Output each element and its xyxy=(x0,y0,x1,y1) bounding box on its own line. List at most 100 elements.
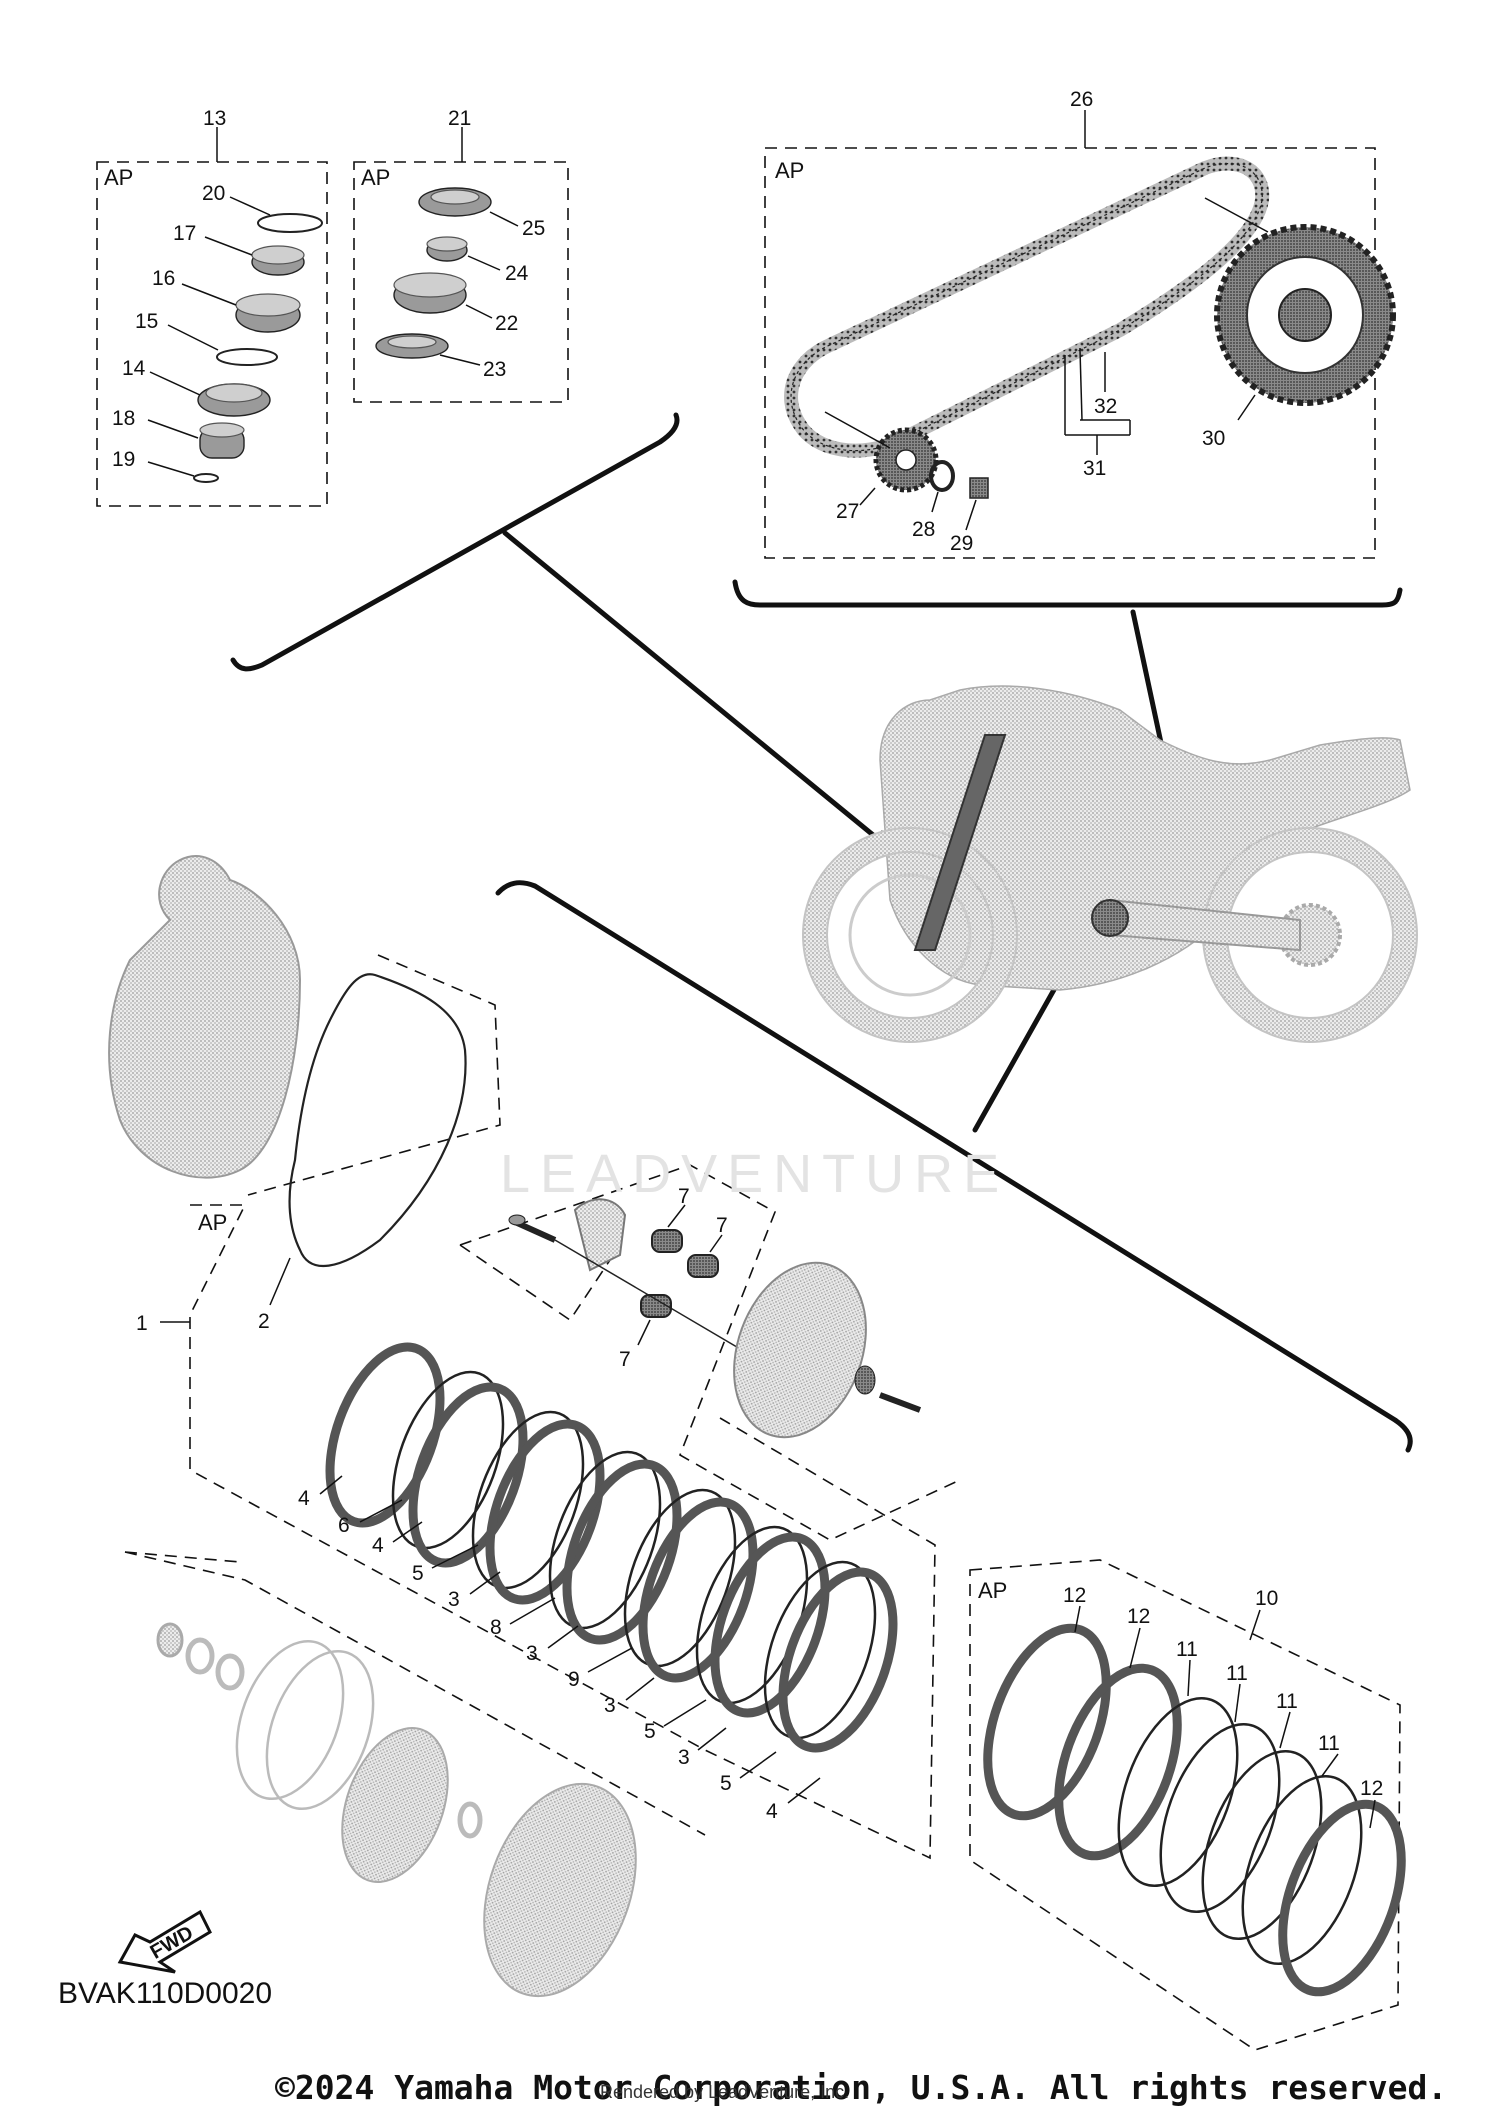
callout-20: 20 xyxy=(202,182,225,205)
callout-9: 9 xyxy=(568,1668,580,1691)
callout-26: 26 xyxy=(1070,88,1093,111)
drive-chain xyxy=(784,156,1270,458)
bracket-clutch xyxy=(495,880,1413,1453)
callout-19: 19 xyxy=(112,448,135,471)
kit-26-box xyxy=(764,147,1376,559)
diagram-code: BVAK110D0020 xyxy=(58,1977,273,2010)
callout-12a: 12 xyxy=(1063,1584,1086,1607)
callout-2: 2 xyxy=(258,1310,270,1333)
ap-tag: AP xyxy=(361,165,390,190)
callout-17: 17 xyxy=(173,222,196,245)
callout-4b: 4 xyxy=(372,1534,384,1557)
friction-plate-3c xyxy=(638,1497,758,1683)
callout-6: 6 xyxy=(338,1514,350,1537)
callout-3c: 3 xyxy=(604,1694,616,1717)
friction-plate-3b xyxy=(562,1459,682,1645)
callout-29: 29 xyxy=(950,532,973,555)
callout-13: 13 xyxy=(203,107,226,130)
ring-20 xyxy=(257,213,323,233)
callout-14: 14 xyxy=(122,357,146,380)
plate-12b xyxy=(1054,1663,1182,1861)
pointer-lines xyxy=(230,412,1413,1453)
callout-11c: 11 xyxy=(1276,1690,1298,1713)
callout-5b: 5 xyxy=(644,1720,656,1743)
washer-28 xyxy=(929,460,955,492)
callout-23: 23 xyxy=(483,358,506,381)
gasket-2 xyxy=(288,973,467,1268)
ap-tag: AP xyxy=(775,158,804,183)
callout-5a: 5 xyxy=(412,1562,424,1585)
callout-1: 1 xyxy=(136,1312,148,1335)
callout-12b: 12 xyxy=(1127,1605,1150,1628)
pressure-plate xyxy=(733,1261,867,1439)
spring-7c xyxy=(640,1294,672,1318)
callout-7a: 7 xyxy=(678,1185,690,1208)
ap-tag: AP xyxy=(104,165,133,190)
friction-plate-4c xyxy=(778,1567,898,1753)
callout-7c: 7 xyxy=(619,1348,631,1371)
kit-13-group: AP 13 20 17 16 15 14 18 19 xyxy=(96,107,328,507)
callout-22: 22 xyxy=(495,312,518,335)
front-fork xyxy=(913,734,1007,951)
kit-26-group: AP 26 30 27 28 29 31 3 xyxy=(764,88,1396,559)
bracket-upper-left xyxy=(230,412,680,672)
callout-11b: 11 xyxy=(1226,1662,1248,1685)
motorcycle-illustration xyxy=(802,685,1418,1043)
callout-27: 27 xyxy=(836,500,859,523)
plate-11c xyxy=(1201,1749,1323,1941)
spring-7a xyxy=(651,1229,683,1253)
callout-3b: 3 xyxy=(526,1642,538,1665)
callout-11a: 11 xyxy=(1176,1638,1198,1661)
copyright-notice: ©2024 Yamaha Motor Corporation, U.S.A. A… xyxy=(275,2068,1448,2107)
callout-21: 21 xyxy=(448,107,471,130)
plate-12c xyxy=(1278,1799,1406,1997)
callout-31: 31 xyxy=(1083,457,1106,480)
callout-30: 30 xyxy=(1202,427,1225,450)
callout-28: 28 xyxy=(912,518,935,541)
kit-10-group: AP 10 12 12 11 11 11 11 12 xyxy=(969,1559,1406,2051)
callout-15: 15 xyxy=(135,310,158,333)
nut-29 xyxy=(969,477,989,499)
friction-plate-3d xyxy=(710,1532,830,1718)
callout-10: 10 xyxy=(1255,1587,1278,1610)
bracket-chain-kit xyxy=(732,579,1403,608)
rendered-by-notice: Rendered by LeadVenture, Inc. xyxy=(600,2082,850,2102)
clip-15 xyxy=(216,348,278,366)
friction-plate-3 xyxy=(485,1419,605,1605)
spring-group: 7 7 7 xyxy=(459,1164,961,1541)
callout-5c: 5 xyxy=(720,1772,732,1795)
clutch-hub-group xyxy=(124,1551,706,1998)
callout-4a: 4 xyxy=(298,1487,310,1510)
plate-callouts: 4 6 4 5 3 8 3 9 3 5 3 5 4 xyxy=(298,1475,821,1823)
clutch-housing xyxy=(483,1782,637,1998)
callout-25: 25 xyxy=(522,217,545,240)
clutch-plates-stack xyxy=(325,1342,898,1753)
callout-3a: 3 xyxy=(448,1588,460,1611)
plate-12a xyxy=(983,1623,1111,1821)
ap-tag: AP xyxy=(978,1578,1007,1603)
kit-13-box xyxy=(96,161,328,507)
plate-11d xyxy=(1241,1774,1363,1966)
clutch-cover xyxy=(108,855,302,1179)
callout-24: 24 xyxy=(505,262,529,285)
friction-plate-4 xyxy=(325,1342,445,1528)
callout-4c: 4 xyxy=(766,1800,778,1823)
gasket-2-group: 2 xyxy=(247,954,501,1333)
watermark: LEADVENTURE xyxy=(500,1144,1010,1204)
friction-plate-4b xyxy=(408,1382,528,1568)
spring-7b xyxy=(687,1254,719,1278)
callout-16: 16 xyxy=(152,267,175,290)
plate-11a xyxy=(1117,1696,1239,1888)
callout-7b: 7 xyxy=(716,1214,728,1237)
callout-18: 18 xyxy=(112,407,135,430)
kit-21-group: AP 21 25 24 22 23 xyxy=(353,107,569,403)
callout-8: 8 xyxy=(490,1616,502,1639)
pin-19 xyxy=(193,473,219,483)
ap-tag: AP xyxy=(198,1210,227,1235)
kit-1-box xyxy=(189,1204,936,1860)
callout-11d: 11 xyxy=(1318,1732,1340,1755)
fwd-arrow-icon: FWD xyxy=(117,1909,212,1974)
callout-12c: 12 xyxy=(1360,1777,1383,1800)
kit-10-box xyxy=(969,1559,1401,2051)
